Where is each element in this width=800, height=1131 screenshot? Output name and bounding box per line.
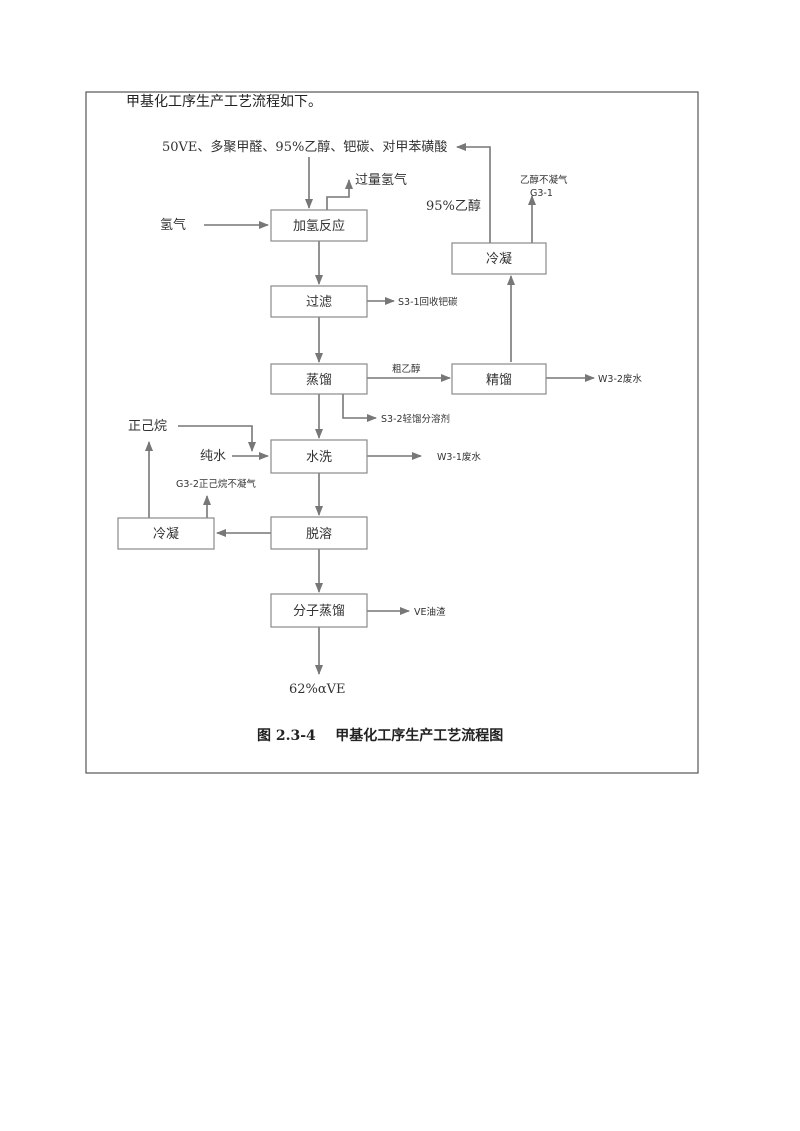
box-rectification: 精馏 <box>451 363 547 395</box>
box-filtration: 过滤 <box>270 285 368 318</box>
label-ve-residue: VE油渣 <box>414 606 446 618</box>
box-hydrogenation: 加氢反应 <box>270 209 368 242</box>
label-s3-2: S3-2轻馏分溶剂 <box>381 413 450 425</box>
label-s3-1: S3-1回收钯碳 <box>398 296 458 308</box>
box-condense-left-label: 冷凝 <box>153 526 179 542</box>
intro-text: 甲基化工序生产工艺流程如下。 <box>126 93 322 110</box>
box-molecular-distillation-label: 分子蒸馏 <box>293 604 345 619</box>
label-ethanol-gas: 乙醇不凝气 <box>520 174 568 186</box>
edge-distillation-to-s3-2 <box>342 394 377 422</box>
label-hydrogen: 氢气 <box>160 217 186 233</box>
label-ethanol-recycle: 95%乙醇 <box>426 198 481 214</box>
box-desolvation-label: 脱溶 <box>306 527 332 542</box>
label-g3-2: G3-2正己烷不凝气 <box>176 478 256 490</box>
box-hydrogenation-label: 加氢反应 <box>293 218 345 234</box>
diagram-frame <box>85 91 699 774</box>
box-condense-top-label: 冷凝 <box>486 251 512 267</box>
box-desolvation: 脱溶 <box>270 516 368 550</box>
box-molecular-distillation: 分子蒸馏 <box>270 593 368 628</box>
label-pure-water: 纯水 <box>200 449 226 464</box>
box-distillation: 蒸馏 <box>270 363 368 395</box>
label-excess-hydrogen: 过量氢气 <box>355 172 407 188</box>
box-filtration-label: 过滤 <box>306 295 332 310</box>
edge-excess-hydrogen <box>326 179 353 211</box>
edge-ethanol-recycle <box>456 143 491 243</box>
label-hexane: 正己烷 <box>128 419 167 434</box>
box-distillation-label: 蒸馏 <box>306 373 332 388</box>
box-condense-left: 冷凝 <box>117 517 215 550</box>
box-condense-top: 冷凝 <box>451 242 547 275</box>
box-water-wash-label: 水洗 <box>306 450 332 465</box>
label-w3-1: W3-1废水 <box>437 451 481 463</box>
edge-hexane-in <box>178 425 256 452</box>
box-rectification-label: 精馏 <box>486 373 512 388</box>
label-crude-ethanol: 粗乙醇 <box>392 363 421 375</box>
label-product: 62%αVE <box>289 682 346 697</box>
figure-caption: 图 2.3-4 甲基化工序生产工艺流程图 <box>257 727 503 744</box>
box-water-wash: 水洗 <box>270 439 368 474</box>
label-w3-2: W3-2废水 <box>598 373 642 385</box>
label-raw-materials: 50VE、多聚甲醛、95%乙醇、钯碳、对甲苯磺酸 <box>162 139 447 155</box>
label-g3-1: G3-1 <box>530 188 553 199</box>
